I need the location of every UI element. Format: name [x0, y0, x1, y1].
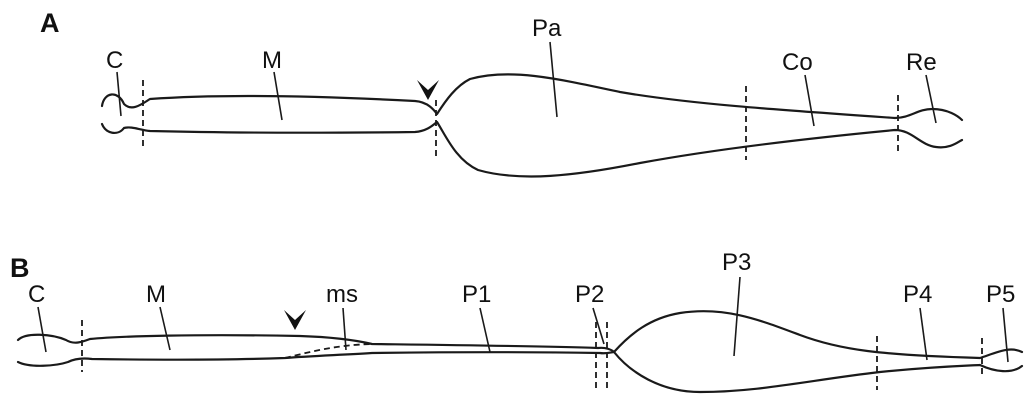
panel-b-label-m: M — [146, 281, 166, 308]
panel-b-label-ms: ms — [326, 281, 358, 308]
panel-b-outline-top — [18, 311, 1022, 358]
panel-a-label-m: M — [262, 47, 282, 74]
panel-a-outline-top — [102, 74, 962, 120]
panel-b-label: B — [10, 253, 30, 283]
panel-a: A C M Pa Co Re — [40, 8, 962, 176]
panel-b-label-p4: P4 — [903, 281, 932, 308]
panel-b: B C M ms P1 P2 P3 P4 P5 — [10, 249, 1022, 392]
panel-b-label-p3: P3 — [722, 249, 751, 276]
panel-b-label-c: C — [28, 281, 45, 308]
panel-b-outline-bottom — [18, 352, 1022, 392]
panel-a-leader-re — [926, 75, 936, 123]
panel-b-leader-ms — [343, 308, 346, 350]
panel-a-leader-co — [805, 75, 814, 126]
panel-a-label: A — [40, 8, 60, 38]
panel-b-leader-c — [38, 307, 46, 352]
panel-a-outline-bottom — [102, 122, 962, 176]
panel-b-label-p2: P2 — [575, 281, 604, 308]
panel-a-label-pa: Pa — [532, 15, 562, 42]
panel-b-leader-p3 — [734, 277, 740, 356]
panel-b-leader-p5 — [1003, 308, 1008, 362]
panel-a-label-co: Co — [782, 49, 813, 76]
panel-a-label-re: Re — [906, 49, 937, 76]
panel-b-leader-p2 — [593, 308, 604, 344]
panel-b-label-p5: P5 — [986, 281, 1015, 308]
panel-a-leader-c — [117, 72, 121, 116]
panel-a-arrowhead-icon — [417, 80, 439, 100]
panel-b-leader-m — [160, 307, 170, 350]
panel-b-arrowhead-icon — [284, 310, 306, 330]
panel-b-label-p1: P1 — [462, 281, 491, 308]
panel-a-label-c: C — [106, 47, 123, 74]
panel-b-leader-p4 — [920, 308, 927, 360]
